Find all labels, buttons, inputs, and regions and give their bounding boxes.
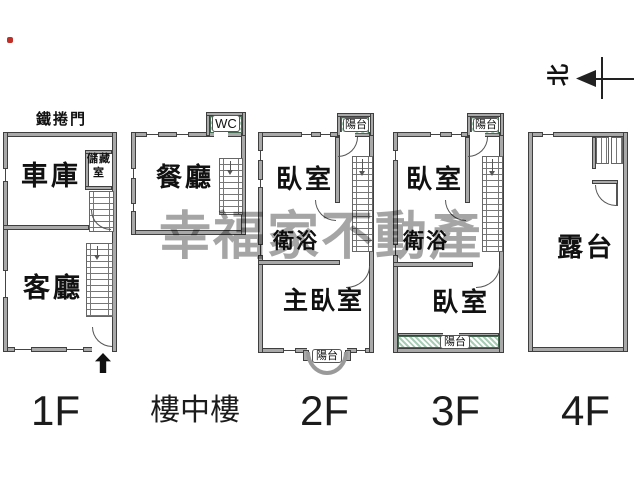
- room-label-living: 客廳: [23, 273, 83, 303]
- floor-label-3f: 3F: [431, 387, 481, 434]
- room-label-terrace: 露台: [557, 232, 616, 262]
- f4-wall-right: [623, 132, 628, 352]
- f2-window-left-1: [258, 150, 263, 161]
- f3-balcony-wall-right: [500, 113, 504, 136]
- f1-window-bottom-2: [66, 347, 84, 352]
- f1-entry-door-gap: [92, 347, 112, 352]
- f2-wall-left: [258, 132, 263, 353]
- room-label-garage: 車庫: [21, 161, 81, 191]
- f2-balcony-door-gap: [340, 132, 355, 137]
- f3-balcony-door-gap-bottom: [443, 333, 459, 336]
- f4-staircase-flight2: [611, 137, 623, 164]
- compass-line-horizontal: [580, 78, 634, 80]
- room-label-f3-bedroom-bottom: 臥室: [432, 287, 491, 317]
- f2-window-left-2: [258, 179, 263, 188]
- mezz-window-top-2: [176, 132, 189, 137]
- f4-wall-bottom: [528, 347, 628, 352]
- compass-line-vertical: [601, 57, 603, 99]
- mezz-stair-direction-arrow: [227, 161, 233, 175]
- f2-divider-wall-horizontal: [258, 260, 340, 265]
- f3-window-top-1: [430, 132, 441, 137]
- f3-bedroom2-door-arc: [476, 266, 500, 288]
- f1-stair-direction-arrow: [94, 246, 100, 260]
- f2-window-left-3: [258, 244, 263, 256]
- f1-window-bottom-1: [14, 347, 32, 352]
- f3-balcony-door-gap-top: [470, 132, 485, 137]
- red-marker-dot: [7, 37, 13, 43]
- f3-balcony-bottom-label: 陽台: [440, 335, 470, 349]
- f2-stair-direction-arrow: [359, 159, 365, 176]
- f3-divider-wall-horizontal: [393, 262, 473, 267]
- room-label-f3-bedroom-top: 臥室: [406, 164, 465, 194]
- mezz-window-left-1: [131, 168, 136, 179]
- f4-stair-wall-bottom: [592, 180, 618, 184]
- mezz-window-left-2: [131, 203, 136, 212]
- f1-divider-wall: [3, 225, 89, 230]
- f2-window-top-2: [320, 132, 331, 137]
- f2-balcony-door-arc: [338, 137, 358, 157]
- floor-label-mezzanine: 樓中樓: [150, 394, 240, 427]
- storage-label-line2: 室: [93, 167, 105, 179]
- f1-window-left-1: [3, 168, 8, 182]
- floor-label-1f: 1F: [31, 387, 81, 434]
- f2-divider-wall-vertical: [335, 137, 340, 203]
- f2-balcony-top-label: 陽台: [343, 118, 369, 132]
- compass-arrow-icon: [576, 70, 596, 87]
- f1-entry-door-arc: [92, 327, 112, 347]
- f3-wall-left: [393, 132, 398, 353]
- f3-window-left-2: [393, 244, 398, 256]
- f2-balcony-bottom-label: 陽台: [312, 349, 342, 363]
- room-label-f2-master: 主臥室: [283, 287, 365, 315]
- f4-wall-left: [528, 132, 533, 352]
- room-label-wc: WC: [212, 115, 240, 132]
- f3-divider-wall-vertical: [465, 137, 470, 203]
- f2-staircase: [352, 156, 373, 252]
- floor-label-2f: 2F: [300, 387, 350, 434]
- f1-wall-top: [3, 132, 117, 137]
- f3-window-left-1: [393, 150, 398, 161]
- mezz-wall-left: [131, 132, 136, 235]
- f2-window-top-1: [301, 132, 312, 137]
- floor-label-4f: 4F: [561, 387, 611, 434]
- f1-storage-wall-bottom: [85, 186, 112, 190]
- room-label-storage: 儲藏 室: [86, 152, 112, 180]
- watermark-text: 幸福家不動產: [159, 208, 484, 266]
- f4-staircase-flight1: [596, 137, 609, 164]
- f3-balcony-door-arc: [468, 137, 488, 157]
- entrance-arrow-icon: [95, 353, 111, 373]
- mezz-window-top-1: [146, 132, 159, 137]
- f3-stair-direction-arrow: [489, 159, 495, 176]
- f2-window-bottom-1: [283, 348, 296, 353]
- room-label-f3-bath: 衛浴: [403, 230, 449, 253]
- f1-storage-wall-top: [85, 150, 112, 154]
- mezz-wc-door-gap: [214, 132, 228, 137]
- storage-label-line1: 儲藏: [87, 153, 111, 165]
- room-label-f2-bath: 衛浴: [273, 230, 319, 253]
- room-label-f2-bedroom: 臥室: [276, 164, 335, 194]
- f3-balcony-top-label: 陽台: [473, 118, 499, 132]
- f1-wall-right: [112, 132, 117, 352]
- mezz-wc-wall-right: [242, 112, 246, 136]
- f1-wall-left: [3, 132, 8, 352]
- f3-staircase: [482, 156, 503, 252]
- f1-window-left-2: [3, 270, 8, 298]
- roller-door-label: 鐵捲門: [36, 111, 88, 128]
- f4-door-leaf: [616, 184, 618, 206]
- f2-master-door-arc: [346, 266, 370, 288]
- mezz-staircase: [219, 158, 243, 215]
- f2-balcony-wall-right: [370, 113, 374, 136]
- f2-window-bottom-2: [356, 348, 366, 353]
- f3-window-top-2: [451, 132, 462, 137]
- room-label-dining: 餐廳: [156, 162, 215, 192]
- compass-north-label: 北: [546, 63, 572, 87]
- f4-door-arc: [595, 185, 616, 206]
- f4-window-top: [542, 132, 554, 137]
- f4-stair-wall-left: [592, 137, 596, 169]
